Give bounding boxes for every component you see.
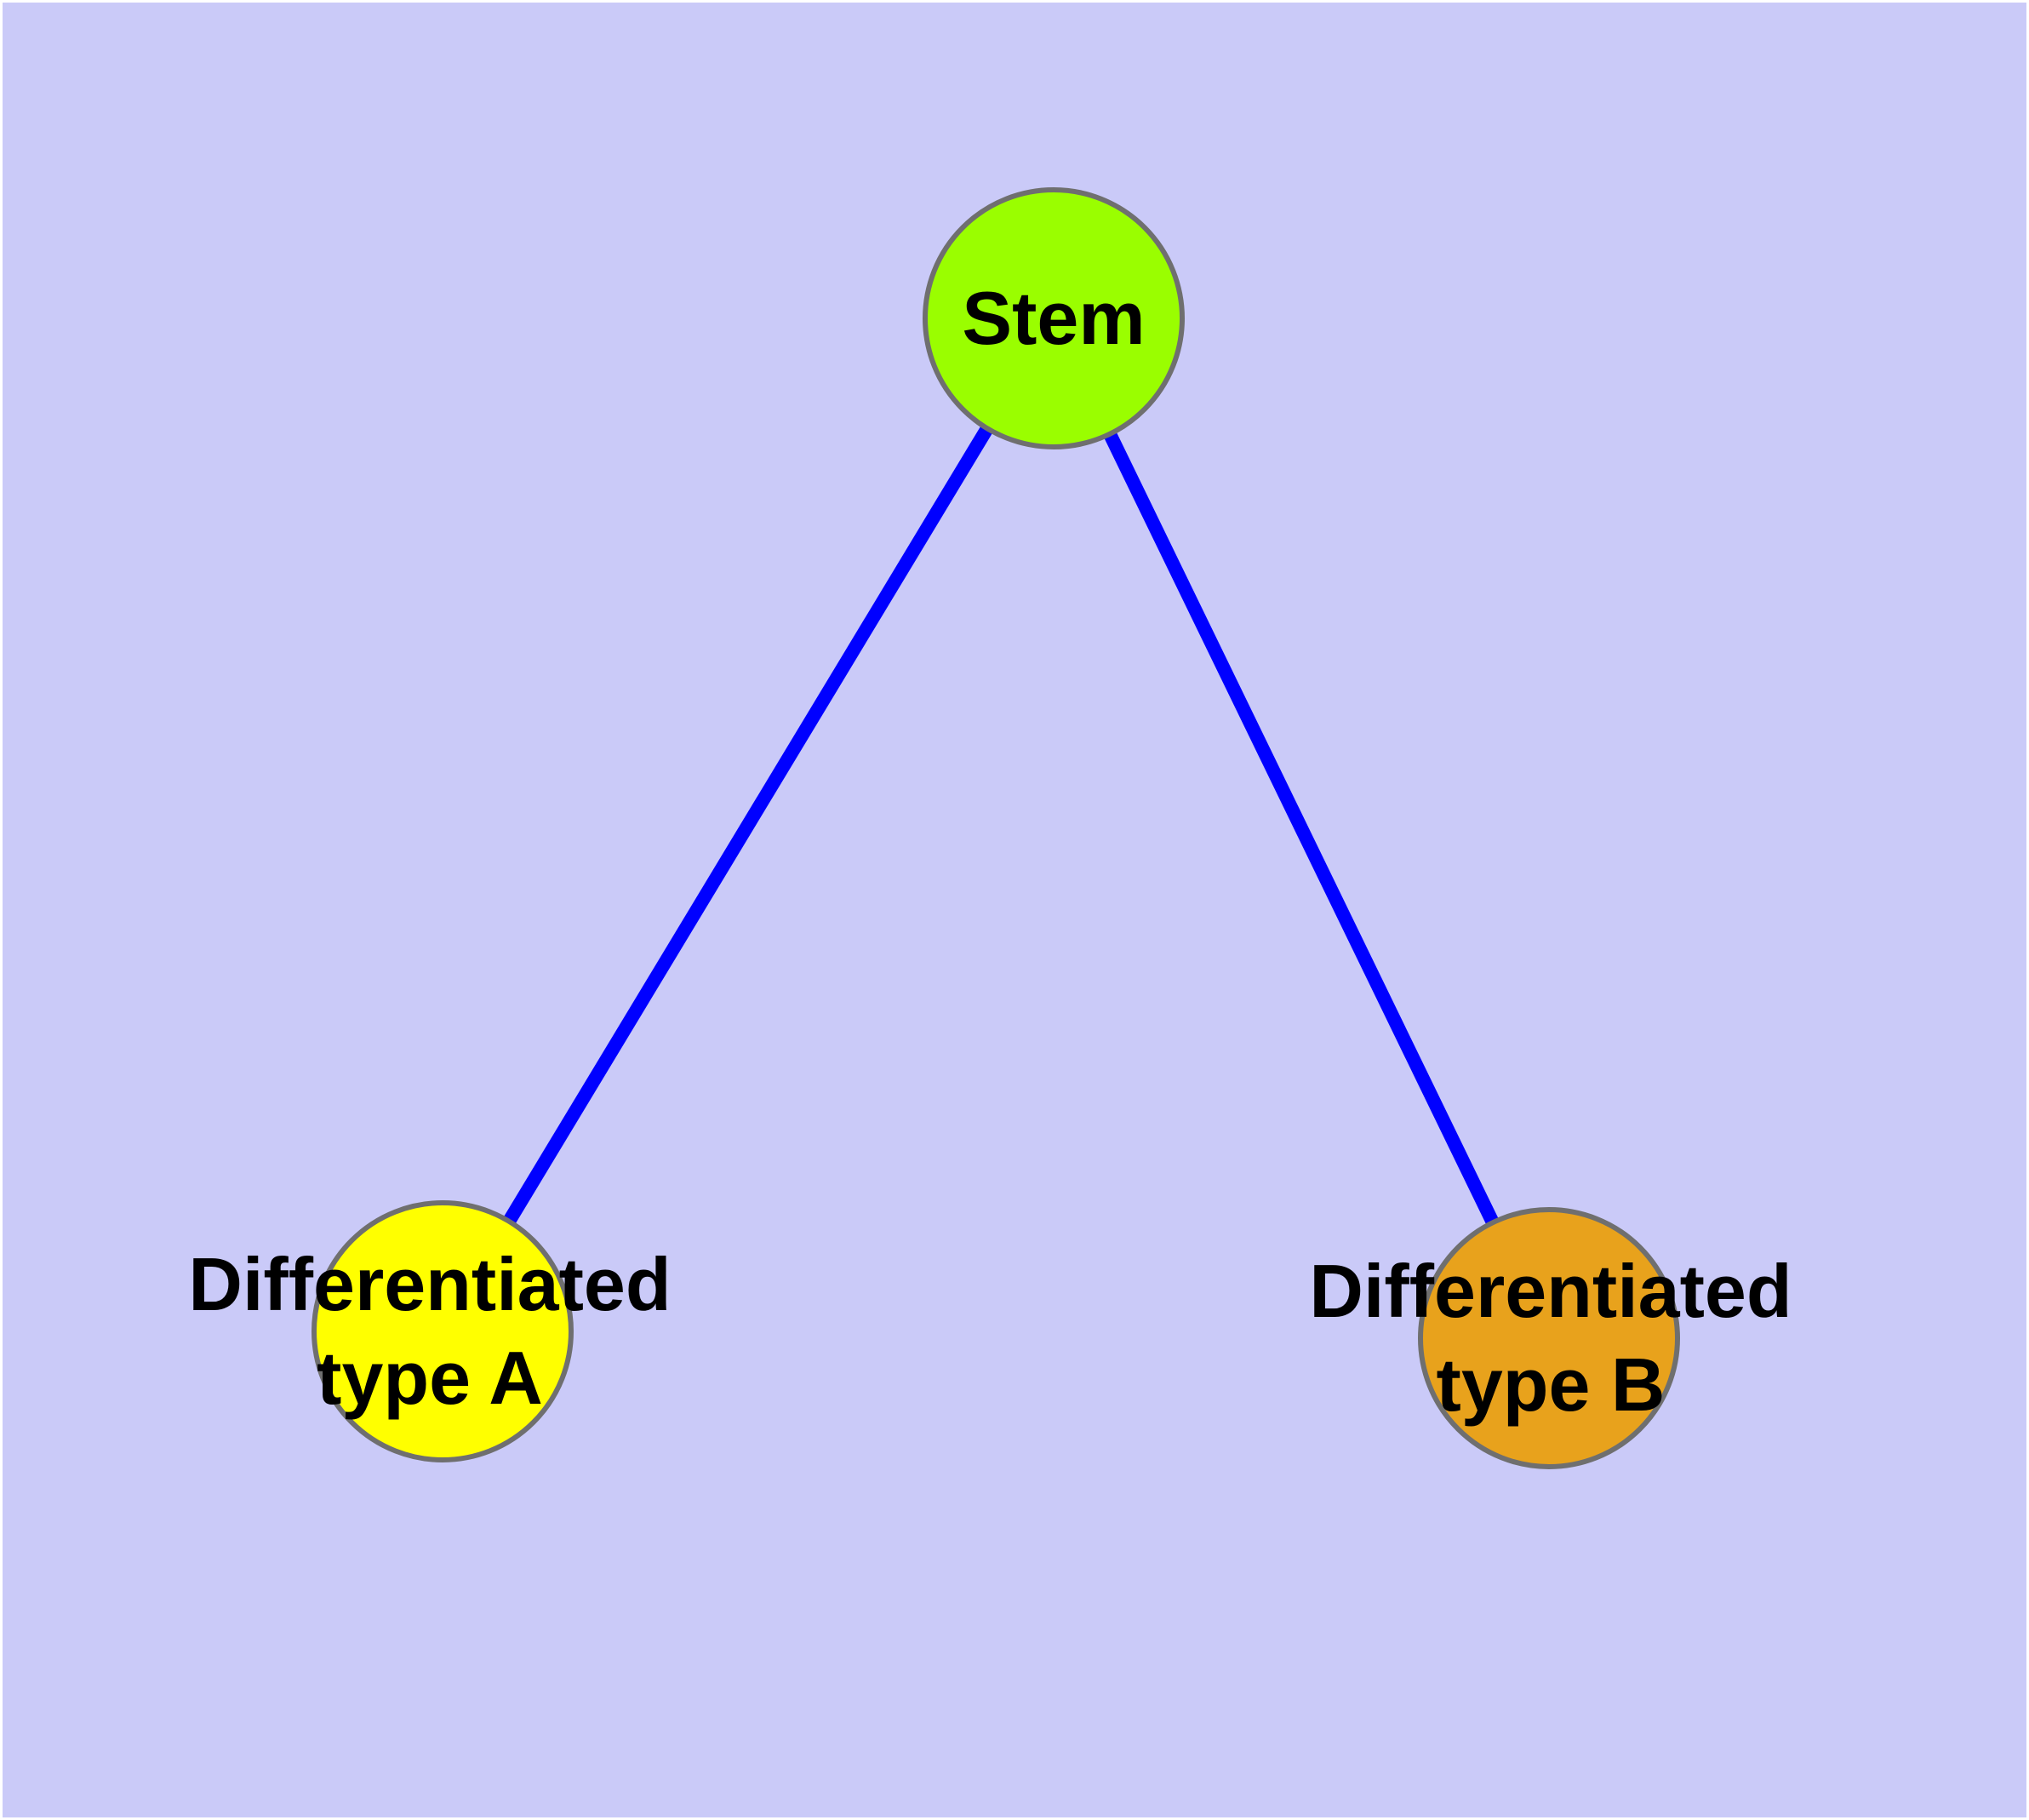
edge-stem-to-differentiated-type-a [437, 314, 1060, 1336]
node-stem-label: Stem [962, 272, 1145, 365]
node-differentiated-type-a-label: Differentiated type A [188, 1238, 671, 1425]
node-differentiated-type-a-label-line2: type A [317, 1336, 543, 1420]
node-differentiated-type-b-label-line2: type B [1436, 1342, 1666, 1427]
node-differentiated-type-a-circle [311, 1200, 574, 1462]
node-differentiated-type-b-label-line1: Differentiated [1309, 1249, 1792, 1333]
node-stem-label-text: Stem [962, 276, 1146, 360]
node-stem-circle [923, 187, 1185, 449]
node-differentiated-type-b-label: Differentiated type B [1309, 1245, 1792, 1432]
node-differentiated-type-b-circle [1418, 1207, 1680, 1469]
edge-stem-to-differentiated-type-b [1047, 315, 1556, 1342]
node-differentiated-type-a-label-line1: Differentiated [188, 1242, 672, 1326]
